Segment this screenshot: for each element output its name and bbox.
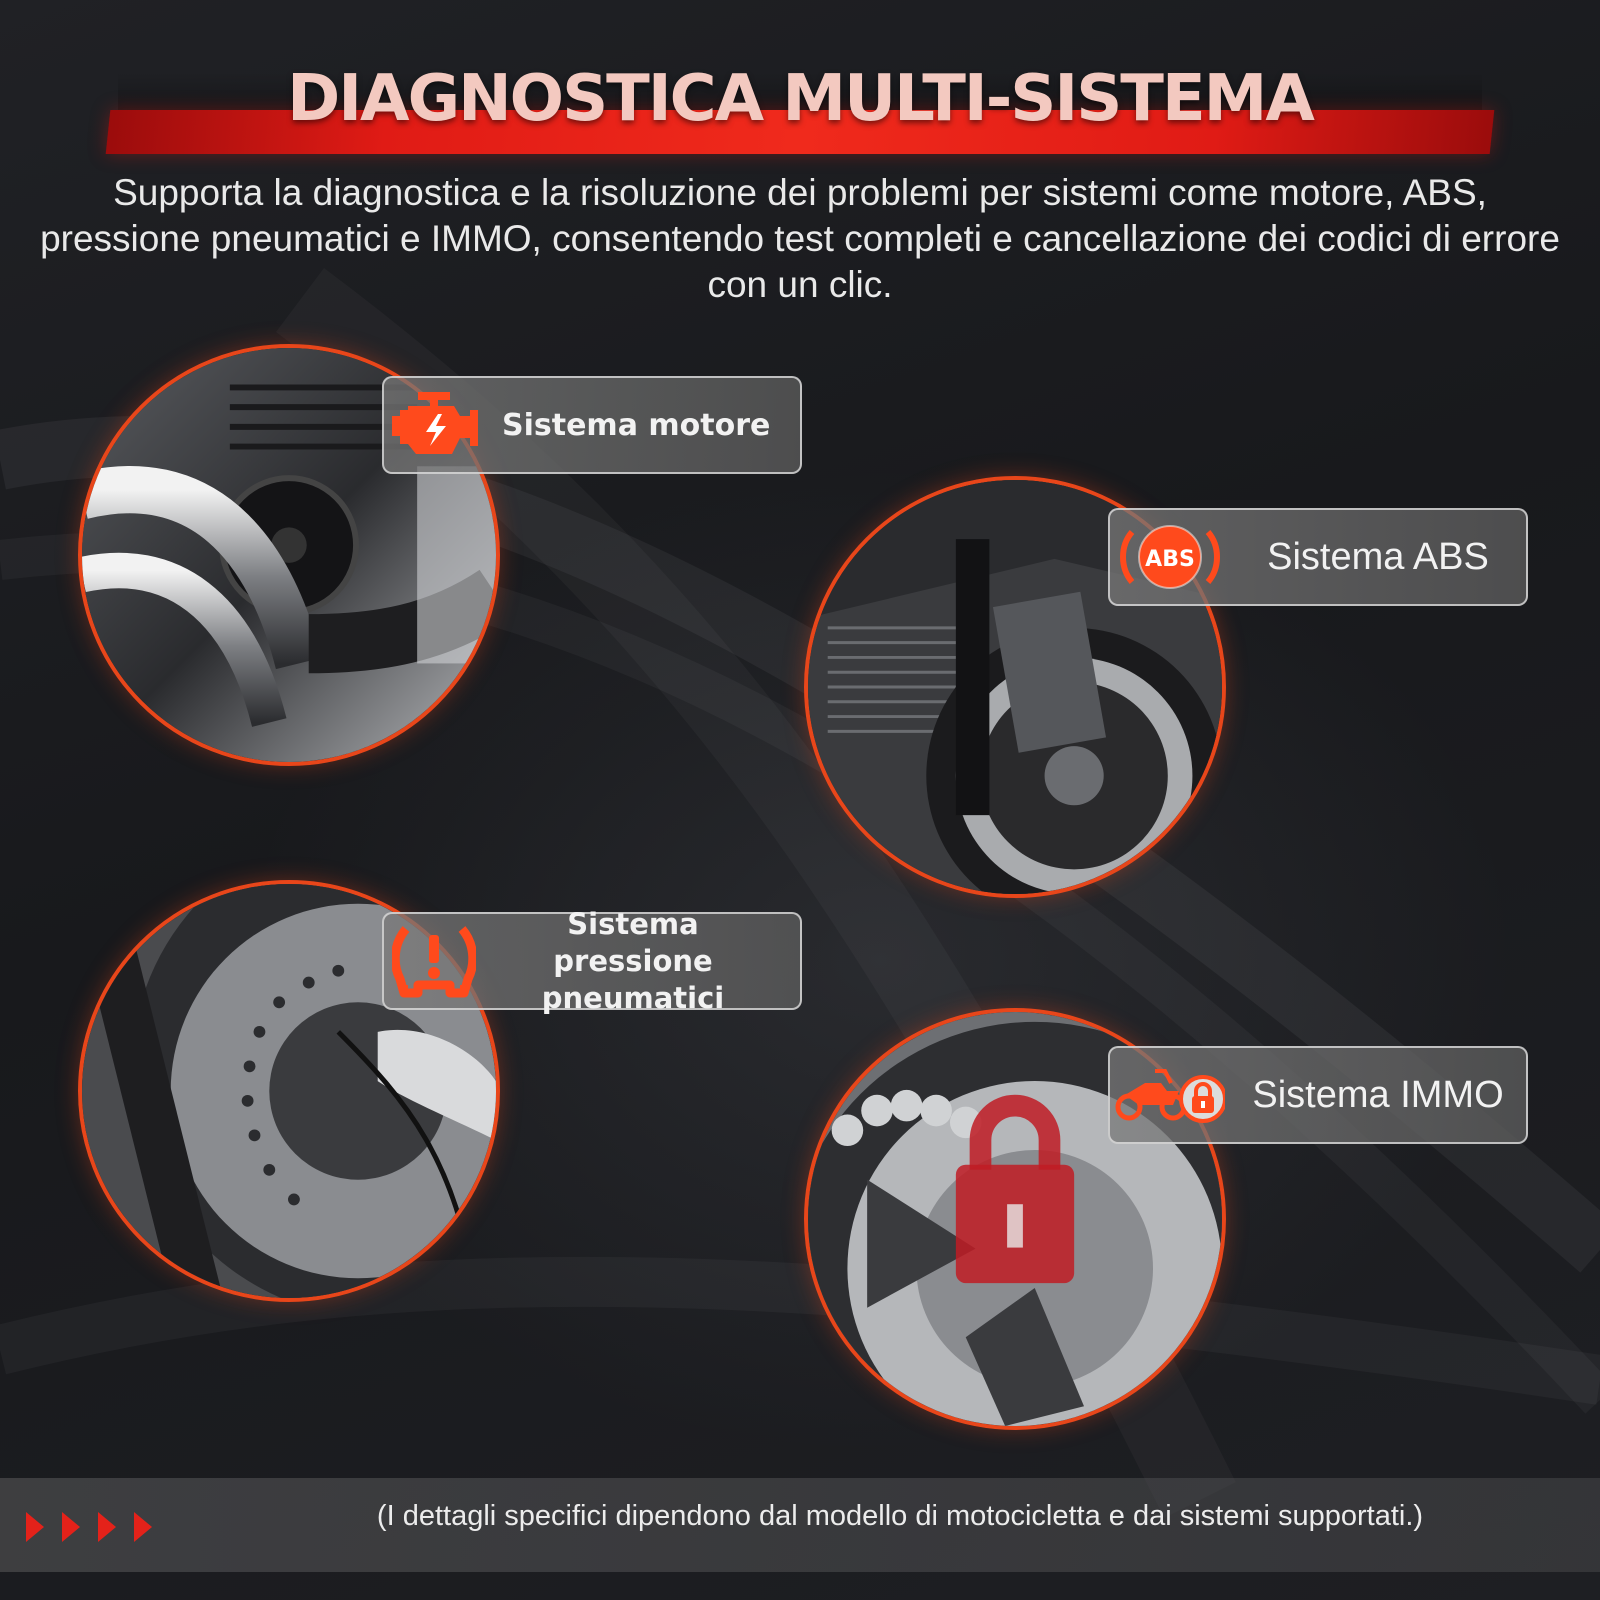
abs-photo [804,476,1226,898]
footer-arrows [26,1512,152,1542]
tire-pressure-icon [384,912,484,1010]
footer-note: (I dettagli specifici dipendono dal mode… [376,1500,1424,1532]
motorcycle-lock-icon [1110,1046,1230,1144]
label-text: Sistema ABS [1267,535,1489,578]
label-text: Sistema pressione pneumatici [541,906,725,1015]
footer-bar: (I dettagli specifici dipendono dal mode… [0,1478,1600,1572]
label-abs-system: ABS Sistema ABS [1108,508,1528,606]
arrow-right-icon [98,1512,116,1542]
label-immo-system: Sistema IMMO [1108,1046,1528,1144]
abs-icon-text: ABS [1145,547,1195,572]
label-tire-pressure-system: Sistema pressione pneumatici [382,907,802,1015]
page-description: Supporta la diagnostica e la risoluzione… [40,172,1560,305]
label-text: Sistema IMMO [1252,1073,1504,1116]
page-title: DIAGNOSTICA MULTI-SISTEMA [287,62,1315,136]
arrow-right-icon [134,1512,152,1542]
arrow-right-icon [62,1512,80,1542]
label-engine-system: Sistema motore [382,376,802,474]
abs-icon: ABS [1110,508,1230,606]
label-text: Sistema motore [502,407,771,443]
arrow-right-icon [26,1512,44,1542]
engine-warning-icon [384,376,484,474]
